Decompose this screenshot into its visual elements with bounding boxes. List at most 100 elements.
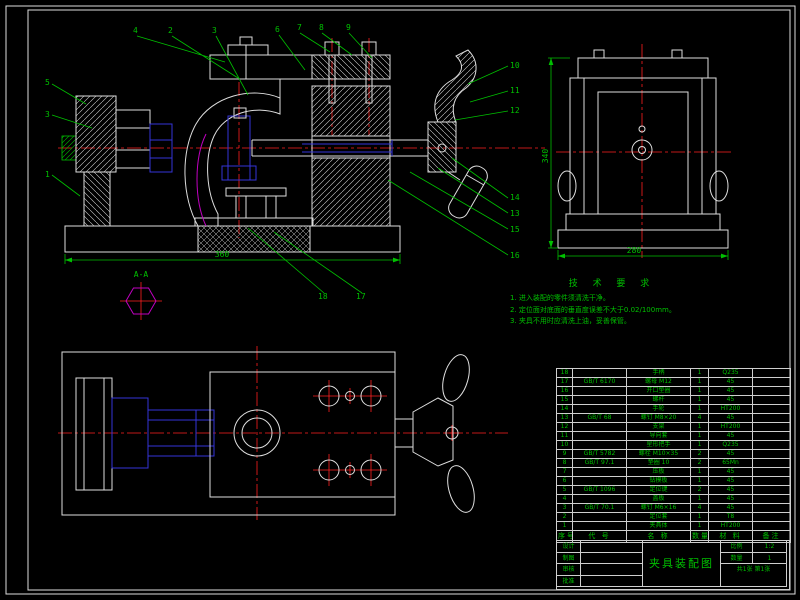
bom-row: 17 GB/T 6170 螺母 M12 1 45 xyxy=(556,377,791,387)
bom-cell-material: 45 xyxy=(708,494,753,504)
dimension-label: 280 xyxy=(627,246,642,255)
drawing-title: 夹具装配图 xyxy=(643,541,721,587)
bom-cell-remark xyxy=(752,431,791,441)
front-view xyxy=(58,36,545,253)
bom-cell-no: 4 xyxy=(556,494,573,504)
part-callout: 4 xyxy=(133,26,138,35)
part-callout: 3 xyxy=(212,26,217,35)
bom-row: 18 手柄 1 Q235 xyxy=(556,368,791,378)
bom-header: 序号 xyxy=(556,530,573,543)
bom-cell-code: GB/T 70.1 xyxy=(572,503,627,513)
bom-cell-code xyxy=(572,404,627,414)
note-item: 3. 夹具不用时应清洗上油，妥善保管。 xyxy=(510,317,631,325)
bom-cell-no: 9 xyxy=(556,449,573,459)
bom-row: 6 钻模板 1 45 xyxy=(556,476,791,486)
bom-cell-remark xyxy=(752,404,791,414)
bom-header: 备注 xyxy=(752,530,791,543)
scale-label: 比例 xyxy=(721,541,753,553)
bom-cell-name: 钻模板 xyxy=(626,476,691,486)
bom-cell-code xyxy=(572,512,627,522)
qty-label: 数量 xyxy=(721,552,753,564)
bom-cell-qty: 2 xyxy=(690,458,709,468)
bom-cell-remark xyxy=(752,458,791,468)
bom-cell-no: 18 xyxy=(556,368,573,378)
bom-cell-material: T8 xyxy=(708,512,753,522)
technical-notes: 技 术 要 求 1. 进入装配的零件须清洗干净。 2. 定位面对底面的垂直度误差… xyxy=(492,276,732,328)
bom-cell-qty: 1 xyxy=(690,512,709,522)
bom-cell-qty: 4 xyxy=(690,503,709,513)
bom-cell-code xyxy=(572,467,627,477)
bom-cell-material: 45 xyxy=(708,395,753,405)
sheet-info: 共1张 第1张 xyxy=(721,564,787,587)
titleblock-field-value xyxy=(581,575,643,587)
part-callout: 5 xyxy=(45,78,50,87)
bom-cell-name: 螺钉 M6×16 xyxy=(626,503,691,513)
part-callout: 9 xyxy=(346,23,351,32)
bom-row: 13 GB/T 68 螺钉 M8×20 4 45 xyxy=(556,413,791,423)
callouts: 4 2 3 6 7 8 9 5 3 1 10 11 12 14 13 15 16… xyxy=(45,23,520,301)
bom-cell-qty: 1 xyxy=(690,422,709,432)
bom-cell-qty: 2 xyxy=(690,449,709,459)
bom-cell-material: HT200 xyxy=(708,521,753,531)
bom-cell-remark xyxy=(752,377,791,387)
bom-cell-name: 螺钉 M8×20 xyxy=(626,413,691,423)
bom-cell-code: GB/T 68 xyxy=(572,413,627,423)
bom-cell-no: 8 xyxy=(556,458,573,468)
bom-cell-name: 夹具体 xyxy=(626,521,691,531)
bom-cell-remark xyxy=(752,467,791,477)
titleblock-field-label: 审核 xyxy=(557,564,581,576)
bom-cell-no: 13 xyxy=(556,413,573,423)
bom-cell-material: 45 xyxy=(708,377,753,387)
scale-value: 1:2 xyxy=(753,541,787,553)
bom-cell-no: 2 xyxy=(556,512,573,522)
bom-cell-no: 11 xyxy=(556,431,573,441)
bom-cell-qty: 1 xyxy=(690,476,709,486)
titleblock-field-label: 设计 xyxy=(557,541,581,553)
bom-cell-material: 45 xyxy=(708,485,753,495)
bom-cell-code xyxy=(572,521,627,531)
bom-cell-remark xyxy=(752,503,791,513)
bom-cell-name: 压板 xyxy=(626,467,691,477)
section-label: A-A xyxy=(134,270,149,279)
titleblock-field-value xyxy=(581,564,643,576)
part-callout: 11 xyxy=(510,86,520,95)
titleblock-field-value xyxy=(581,541,643,553)
bom-cell-no: 16 xyxy=(556,386,573,396)
part-callout: 7 xyxy=(297,23,302,32)
side-view xyxy=(556,44,732,258)
part-callout: 15 xyxy=(510,225,520,234)
bom-cell-remark xyxy=(752,440,791,450)
bom-cell-qty: 1 xyxy=(690,467,709,477)
bom-cell-qty: 1 xyxy=(690,386,709,396)
bom-cell-material: 65Mn xyxy=(708,458,753,468)
bom-cell-code xyxy=(572,476,627,486)
bom-header: 代 号 xyxy=(572,530,627,543)
parts-table: 18 手柄 1 Q235 17 GB/T 6170 螺母 M12 1 45 16… xyxy=(556,368,791,543)
part-callout: 2 xyxy=(168,26,173,35)
bom-cell-material: 45 xyxy=(708,476,753,486)
bom-cell-remark xyxy=(752,422,791,432)
bom-cell-qty: 1 xyxy=(690,431,709,441)
bom-row: 5 GB/T 1096 定位键 2 45 xyxy=(556,485,791,495)
dimension-label: 360 xyxy=(215,250,230,259)
bom-row: 15 螺杆 1 45 xyxy=(556,395,791,405)
note-item: 2. 定位面对底面的垂直度误差不大于0.02/100mm。 xyxy=(510,305,676,314)
bom-cell-qty: 1 xyxy=(690,404,709,414)
plan-view xyxy=(58,346,508,520)
bom-cell-material: HT200 xyxy=(708,404,753,414)
bom-cell-no: 12 xyxy=(556,422,573,432)
bom-cell-remark xyxy=(752,368,791,378)
bom-cell-no: 15 xyxy=(556,395,573,405)
bom-cell-code: GB/T 1096 xyxy=(572,485,627,495)
bom-cell-no: 6 xyxy=(556,476,573,486)
bom-cell-no: 3 xyxy=(556,503,573,513)
bom-row: 7 压板 1 45 xyxy=(556,467,791,477)
bom-cell-name: 支架 xyxy=(626,422,691,432)
bom-cell-material: 45 xyxy=(708,386,753,396)
bom-cell-no: 7 xyxy=(556,467,573,477)
part-callout: 3 xyxy=(45,110,50,119)
part-callout: 13 xyxy=(510,209,520,218)
bom-cell-remark xyxy=(752,476,791,486)
bom-cell-remark xyxy=(752,386,791,396)
